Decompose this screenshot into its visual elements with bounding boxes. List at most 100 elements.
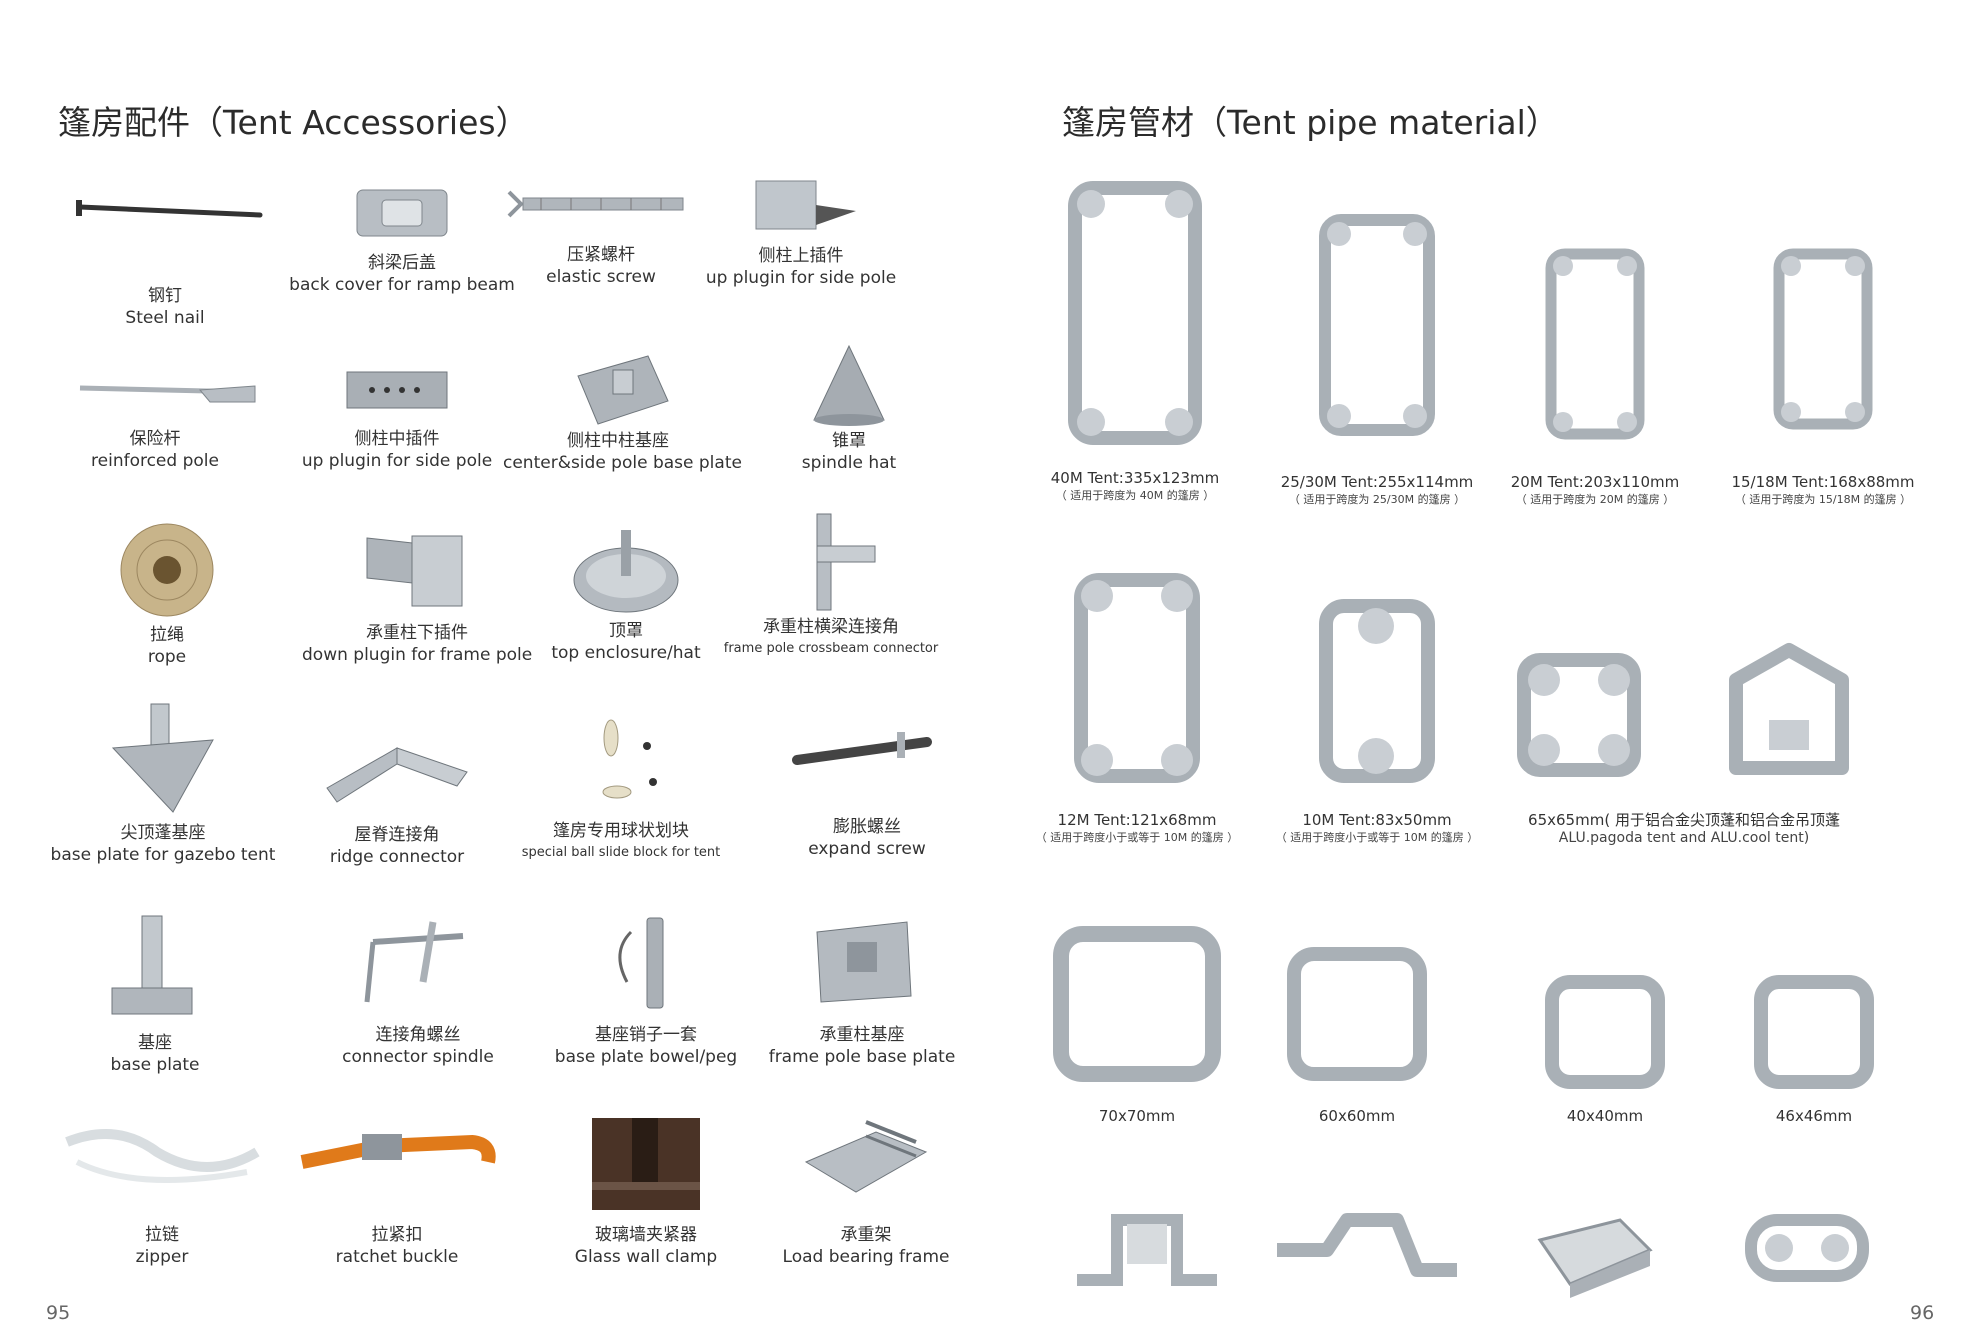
item-name-en: zipper	[135, 1247, 189, 1267]
flat-tube-image	[1537, 1218, 1653, 1298]
item-name-cn: 斜梁后盖	[368, 253, 436, 273]
pipe-item: 15/18M Tent:168x88mm （ 适用于跨度为 15/18M 的篷房…	[1708, 244, 1938, 508]
pipe-item: 10M Tent:83x50mm （ 适用于跨度小于或等于 10M 的篷房 ）	[1262, 596, 1492, 846]
item-name-en: Glass wall clamp	[574, 1247, 718, 1267]
pipe-usage-note: （ 适用于跨度为 15/18M 的篷房 ）	[1734, 493, 1912, 506]
item-name-en: frame pole base plate	[768, 1047, 956, 1067]
accessory-item: 连接角螺丝 connector spindle	[303, 912, 533, 1068]
item-name-en: elastic screw	[546, 267, 656, 287]
pipe-size-label: 10M Tent:83x50mm	[1302, 811, 1452, 829]
pipe-size-label: 40M Tent:335x123mm	[1050, 469, 1220, 487]
pipe-item: 46x46mm	[1699, 972, 1929, 1126]
glass-wall-clamp-image	[541, 1112, 751, 1224]
ratchet-buckle-image	[292, 1112, 502, 1224]
pipe-item: 20M Tent:203x110mm （ 适用于跨度为 20M 的篷房 ）	[1480, 244, 1710, 508]
accessory-item: 膨胀螺丝 expand screw	[752, 720, 982, 860]
item-name-en: reinforced pole	[91, 451, 219, 471]
ridge-connector-image	[292, 728, 502, 824]
page-title: 篷房配件（Tent Accessories）	[58, 103, 529, 142]
pipe-usage-note: （ 适用于跨度为 40M 的篷房 ）	[1055, 489, 1215, 502]
gazebo-base-plate-image	[58, 700, 268, 822]
pipe-item	[1480, 1210, 1710, 1300]
pipe-item: 25/30M Tent:255x114mm （ 适用于跨度为 25/30M 的篷…	[1262, 210, 1492, 508]
pipe-size-label: 25/30M Tent:255x114mm	[1280, 473, 1474, 491]
accessory-item: 拉绳 rope	[52, 520, 282, 668]
page-number: 96	[1910, 1302, 1935, 1324]
item-name-en: base plate	[110, 1055, 200, 1075]
accessory-item: 拉紧扣 ratchet buckle	[282, 1112, 512, 1268]
item-name-en: ridge connector	[329, 847, 465, 867]
up-plugin-image	[696, 175, 906, 245]
accessory-item: 侧柱中柱基座 center&side pole base plate	[503, 346, 742, 474]
pipe-item: 60x60mm	[1242, 942, 1472, 1126]
item-name-cn: 基座销子一套	[595, 1025, 697, 1045]
pipe-size-label: 12M Tent:121x68mm	[1057, 811, 1217, 829]
item-name-en: center&side pole base plate	[503, 453, 742, 473]
accessory-item: 钢钉 Steel nail	[50, 185, 280, 329]
back-cover-image	[297, 180, 507, 252]
pipe-size-label: 70x70mm	[1098, 1107, 1176, 1125]
accessory-item: 顶罩 top enclosure/hat	[511, 520, 741, 664]
page-number: 95	[46, 1302, 71, 1324]
pipe-item: 70x70mm	[1022, 920, 1252, 1126]
item-name-en: rope	[147, 647, 187, 667]
expand-screw-image	[762, 720, 972, 816]
accessory-item: 承重柱基座 frame pole base plate	[747, 912, 977, 1068]
base-plate-peg-image	[541, 912, 751, 1024]
item-name-en: Steel nail	[125, 308, 205, 328]
accessory-item: 承重柱下插件 down plugin for frame pole	[302, 528, 532, 666]
pipe-item: 40M Tent:335x123mm （ 适用于跨度为 40M 的篷房 ）	[1020, 178, 1250, 504]
item-name-cn: 承重柱横梁连接角	[763, 617, 899, 637]
item-name-en: expand screw	[808, 839, 926, 859]
accessory-item: 压紧螺杆 elastic screw	[486, 180, 716, 288]
item-name-en: up plugin for side pole	[301, 451, 493, 471]
item-name-en: top enclosure/hat	[551, 643, 701, 663]
steel-nail-image	[60, 185, 270, 285]
pipe-profile-image	[1490, 972, 1720, 1106]
rope-image	[62, 520, 272, 624]
item-name-cn: 尖顶蓬基座	[120, 823, 206, 843]
side-pole-plugin-image	[292, 362, 502, 428]
omega-profile-image	[1077, 1214, 1217, 1286]
pipe-profile-image	[1022, 920, 1252, 1106]
page-title: 篷房管材（Tent pipe material）	[1062, 103, 1559, 142]
accessory-item: 承重架 Load bearing frame	[751, 1112, 981, 1268]
item-name-cn: 保险杆	[129, 429, 181, 449]
item-name-cn: 压紧螺杆	[567, 245, 635, 265]
item-name-cn: 承重柱基座	[819, 1025, 905, 1045]
pipe-profile-pair	[1484, 640, 1884, 810]
accessory-item: 斜梁后盖 back cover for ramp beam	[287, 180, 517, 296]
item-name-cn: 钢钉	[148, 286, 182, 306]
item-name-en: special ball slide block for tent	[521, 845, 721, 860]
item-name-cn: 基座	[138, 1033, 172, 1053]
accessory-item: 侧柱中插件 up plugin for side pole	[282, 362, 512, 472]
zipper-image	[57, 1112, 267, 1224]
item-name-cn: 玻璃墙夹紧器	[595, 1225, 697, 1245]
hat-profile-image	[1277, 1213, 1457, 1277]
elastic-screw-image	[496, 180, 706, 244]
pipe-usage-note: （ 适用于跨度为 20M 的篷房 ）	[1515, 493, 1675, 506]
pipe-profile-image	[1708, 244, 1938, 472]
item-name-en: base plate for gazebo tent	[50, 845, 276, 865]
item-name-cn: 拉紧扣	[371, 1225, 423, 1245]
pipe-usage-note: （ 适用于跨度小于或等于 10M 的篷房 ）	[1035, 831, 1239, 844]
item-name-cn: 锥罩	[832, 431, 866, 451]
accessory-item: 屋脊连接角 ridge connector	[282, 728, 512, 868]
pipe-item: 40x40mm	[1490, 972, 1720, 1126]
item-name-cn: 连接角螺丝	[375, 1025, 461, 1045]
accessory-item: 基座销子一套 base plate bowel/peg	[531, 912, 761, 1068]
accessory-item: 基座 base plate	[40, 912, 270, 1076]
pipe-item	[1692, 1200, 1922, 1300]
item-name-en: back cover for ramp beam	[289, 275, 515, 295]
crossbeam-connector-image	[726, 510, 936, 616]
top-enclosure-image	[521, 520, 731, 620]
item-name-en: Load bearing frame	[782, 1247, 950, 1267]
item-name-en: down plugin for frame pole	[302, 645, 533, 665]
pipe-size-label: 60x60mm	[1318, 1107, 1396, 1125]
pole-base-plate-image	[513, 346, 723, 430]
pipe-profile-image	[1242, 942, 1472, 1106]
item-name-en: frame pole crossbeam connector	[723, 641, 939, 656]
pipe-size-label: 20M Tent:203x110mm	[1510, 473, 1680, 491]
item-name-cn: 承重架	[840, 1225, 892, 1245]
pipe-profile-image	[1480, 244, 1710, 472]
